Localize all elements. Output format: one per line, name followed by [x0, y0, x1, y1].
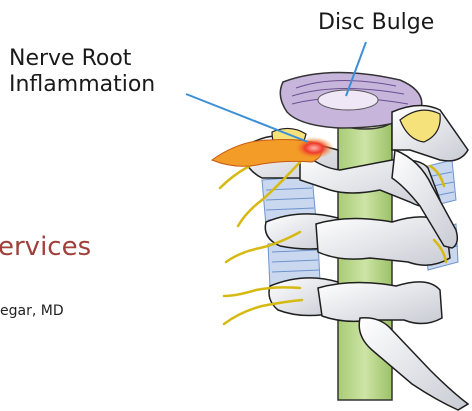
nerve-root-label-line1: Nerve Root: [9, 46, 155, 72]
services-heading-fragment: ervices: [0, 232, 91, 262]
nerve-root-label-line2: Inflammation: [9, 72, 155, 98]
doctor-name-fragment: egar, MD: [0, 303, 64, 319]
disc-bulge-label: Disc Bulge: [318, 10, 434, 36]
nerve-root-inflammation-label: Nerve Root Inflammation: [9, 46, 155, 98]
